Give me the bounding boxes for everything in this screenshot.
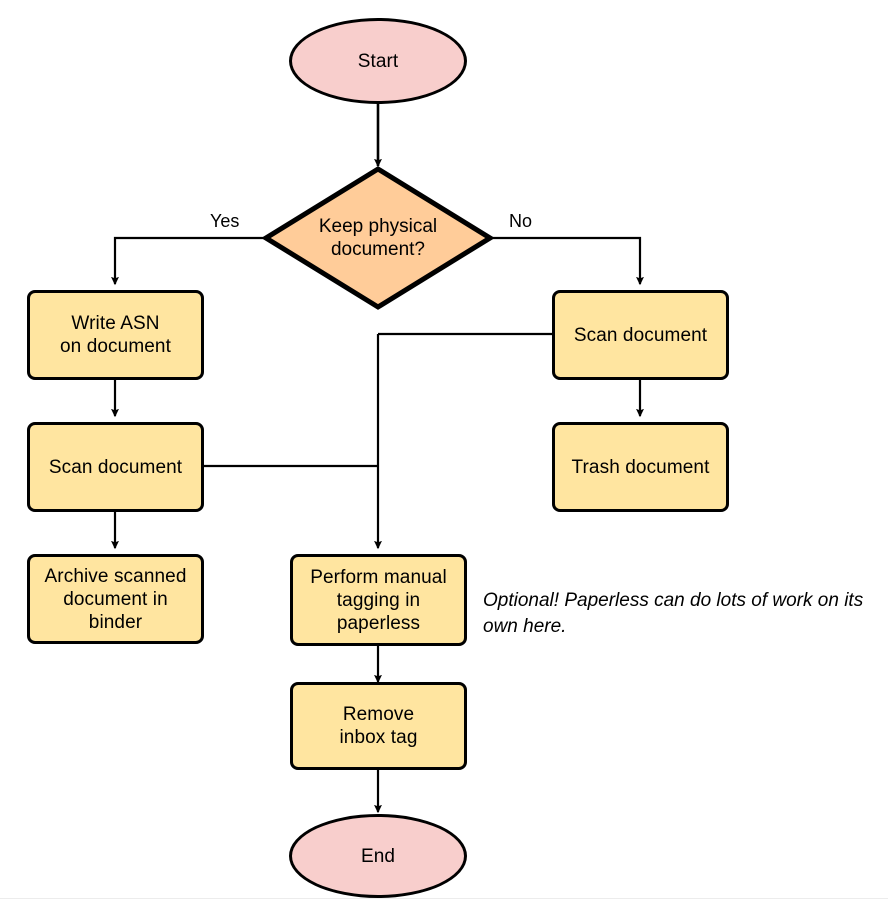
bottom-divider	[0, 898, 888, 899]
node-write-asn-on-document[interactable]: Write ASN on document	[27, 290, 204, 380]
edge-label-yes: Yes	[210, 211, 239, 231]
node-remove-inbox-tag[interactable]: Remove inbox tag	[290, 682, 467, 770]
edge-decision-yes-to-write-asn	[111, 236, 268, 286]
node-scan-document-left[interactable]: Scan document	[27, 422, 204, 512]
node-end[interactable]: End	[289, 814, 467, 898]
node-manual-tagging-label: Perform manual tagging in paperless	[310, 566, 447, 634]
node-archive-binder-label: Archive scanned document in binder	[44, 565, 187, 633]
node-archive-scanned-document-in-binder[interactable]: Archive scanned document in binder	[27, 554, 204, 644]
node-decision-label: Keep physical document?	[318, 216, 438, 260]
diamond-shape	[263, 166, 493, 310]
node-end-label: End	[360, 845, 396, 867]
node-remove-inbox-tag-label: Remove inbox tag	[339, 704, 418, 748]
annotation-optional-paperless: Optional! Paperless can do lots of work …	[483, 588, 887, 640]
edge-label-no-text: No	[509, 211, 533, 231]
edge-label-yes-text: Yes	[210, 211, 240, 231]
node-write-asn-label: Write ASN on document	[60, 313, 171, 357]
annotation-text: Optional! Paperless can do lots of work …	[483, 590, 864, 637]
node-perform-manual-tagging-in-paperless[interactable]: Perform manual tagging in paperless	[290, 554, 467, 646]
node-trash-document-label: Trash document	[571, 456, 710, 478]
node-trash-document[interactable]: Trash document	[552, 422, 729, 512]
edge-label-no: No	[509, 211, 532, 231]
node-scan-document-right[interactable]: Scan document	[552, 290, 729, 380]
edge-decision-no-to-scan-right	[488, 236, 644, 286]
node-start[interactable]: Start	[289, 18, 467, 104]
node-start-label: Start	[357, 50, 399, 72]
node-scan-document-left-label: Scan document	[48, 456, 183, 478]
node-scan-document-right-label: Scan document	[573, 324, 708, 346]
node-decision-keep-physical-document[interactable]: Keep physical document?	[263, 166, 493, 310]
